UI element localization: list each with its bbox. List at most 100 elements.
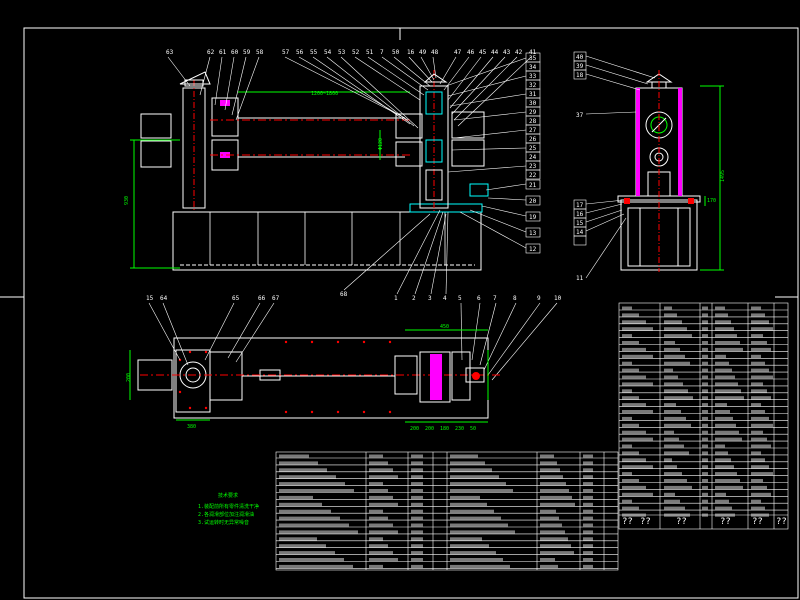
illegible-cell-text — [540, 461, 557, 465]
illegible-cell-text — [411, 523, 423, 527]
illegible-cell-text — [540, 475, 563, 479]
balloon-label: 37 — [576, 112, 584, 119]
illegible-cell-text — [411, 489, 423, 493]
illegible-cell-text — [715, 334, 737, 338]
illegible-cell-text — [751, 410, 765, 414]
balloons-plan-view: 15 64 65 66 67 — [146, 295, 280, 366]
illegible-cell-text — [450, 502, 487, 506]
illegible-cell-text — [540, 516, 559, 520]
illegible-cell-text — [622, 410, 653, 414]
illegible-cell-text — [664, 451, 689, 455]
illegible-cell-text — [715, 313, 728, 317]
illegible-cell-text — [751, 458, 765, 462]
illegible-cell-text — [411, 564, 423, 569]
dim-plan-detail: 230 — [455, 426, 464, 432]
balloon-label: 60 — [231, 49, 239, 56]
balloon-label: 62 — [207, 49, 215, 56]
illegible-cell-text — [279, 523, 349, 527]
illegible-cell-text — [664, 341, 675, 345]
illegible-cell-text — [540, 551, 574, 555]
balloon-label: 35 — [529, 55, 537, 62]
balloon-label: 32 — [529, 82, 537, 89]
illegible-cell-text — [583, 564, 593, 569]
illegible-cell-text — [622, 341, 639, 345]
balloon-label: 3 — [428, 295, 432, 302]
balloon-label: 24 — [529, 154, 537, 161]
illegible-cell-text — [411, 544, 423, 548]
illegible-cell-text — [583, 530, 593, 534]
illegible-cell-text — [664, 389, 688, 393]
dim-height-left: 930 — [124, 196, 130, 205]
balloon-label: 22 — [529, 172, 537, 179]
dim-bore: Φ120 — [378, 138, 384, 150]
balloon-label: 63 — [166, 49, 174, 56]
illegible-cell-text — [411, 468, 423, 472]
illegible-cell-text — [751, 423, 773, 427]
illegible-cell-text — [622, 313, 639, 317]
bom-footer: ?? ?? ?? ?? ?? ?? — [622, 517, 787, 527]
balloon-label: 48 — [431, 49, 439, 56]
illegible-cell-text — [369, 530, 398, 534]
illegible-cell-text — [583, 461, 593, 465]
illegible-cell-text — [751, 306, 761, 310]
illegible-cell-text — [702, 423, 708, 427]
illegible-cell-text — [751, 492, 771, 496]
illegible-cell-text — [411, 516, 423, 520]
illegible-cell-text — [369, 551, 393, 555]
notes-title: 技术要求 — [218, 492, 238, 499]
plan-view — [129, 329, 500, 423]
footer-cell: ?? — [720, 517, 731, 527]
balloons-top-left: 63 62 61 60 59 58 — [166, 49, 264, 121]
illegible-cell-text — [622, 458, 646, 462]
illegible-cell-text — [369, 454, 383, 458]
illegible-cell-text — [702, 513, 708, 517]
balloons-bottom-row: 68 1 2 3 4 5 6 7 8 9 10 — [340, 209, 562, 381]
illegible-cell-text — [411, 482, 423, 486]
illegible-cell-text — [450, 454, 478, 458]
illegible-cell-text — [540, 468, 560, 472]
illegible-cell-text — [715, 430, 739, 434]
balloon-label: 34 — [529, 64, 537, 71]
illegible-cell-text — [540, 495, 572, 500]
illegible-cell-text — [583, 468, 593, 472]
illegible-cell-text — [540, 482, 566, 486]
illegible-cell-text — [279, 551, 335, 555]
illegible-cell-text — [622, 485, 646, 490]
illegible-cell-text — [369, 537, 383, 541]
dim-plan-detail: 200 — [410, 426, 419, 432]
illegible-cell-text — [702, 320, 708, 324]
illegible-cell-text — [583, 482, 593, 486]
illegible-cell-text — [702, 499, 708, 503]
illegible-cell-text — [279, 489, 354, 493]
notes-line: 2.各润滑部位加注润滑油 — [198, 511, 254, 518]
illegible-cell-text — [583, 475, 593, 479]
illegible-cell-text — [450, 530, 515, 534]
illegible-cell-text — [664, 375, 678, 379]
illegible-cell-text — [279, 502, 322, 506]
illegible-cell-text — [715, 354, 726, 358]
balloons-side-view: 40 39 18 37 17 16 15 14 11 — [573, 51, 656, 282]
illegible-cell-text — [540, 530, 565, 534]
illegible-cell-text — [279, 544, 326, 548]
illegible-cell-text — [583, 516, 593, 520]
illegible-cell-text — [279, 482, 345, 486]
dim-top-span: 1200~1800 — [311, 91, 338, 97]
illegible-cell-text — [751, 354, 761, 358]
illegible-cell-text — [702, 430, 708, 434]
illegible-cell-text — [715, 306, 725, 310]
illegible-cell-text — [622, 361, 632, 365]
illegible-cell-text — [583, 509, 593, 513]
balloon-label: 4 — [443, 295, 447, 302]
illegible-cell-text — [664, 327, 687, 331]
illegible-cell-text — [622, 382, 653, 386]
illegible-cell-text — [369, 523, 393, 527]
technical-notes: 技术要求 1.装配前所有零件清洗干净 2.各润滑部位加注润滑油 3.试运转时无异… — [198, 492, 259, 526]
balloon-label: 6 — [477, 295, 481, 302]
illegible-cell-text — [715, 403, 727, 407]
illegible-cell-text — [279, 537, 317, 541]
balloon-label: 39 — [576, 63, 584, 70]
balloon-label: 33 — [529, 73, 537, 80]
balloon-label: 29 — [529, 109, 537, 116]
illegible-cell-text — [369, 509, 383, 513]
illegible-cell-text — [450, 551, 496, 555]
